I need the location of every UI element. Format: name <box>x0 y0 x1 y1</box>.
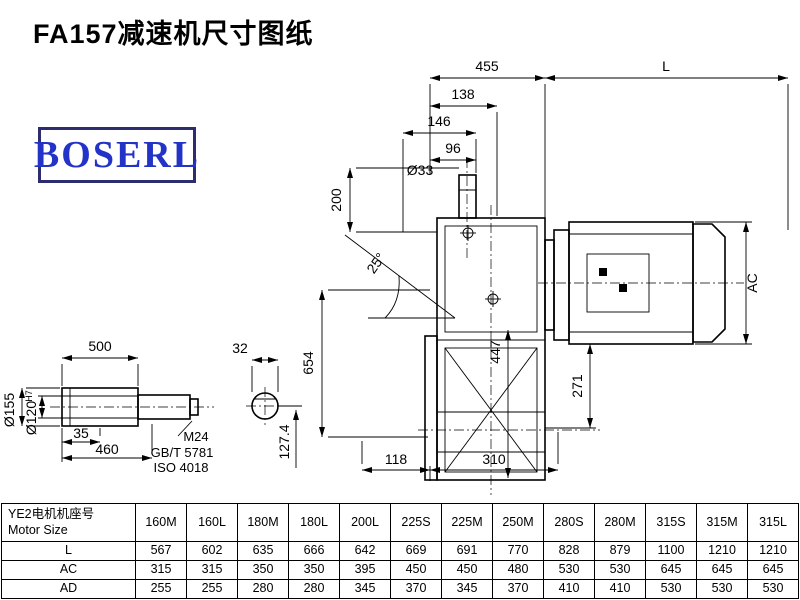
col-header: 180L <box>288 503 340 542</box>
dim-32: 32 <box>232 340 248 356</box>
motor-size-table: YE2电机机座号 Motor Size 160M 160L 180M 180L … <box>1 503 799 599</box>
dim-cell: 530 <box>696 579 748 599</box>
table-header-row: YE2电机机座号 Motor Size 160M 160L 180M 180L … <box>1 503 799 542</box>
dim-200: 200 <box>328 188 344 212</box>
col-header: 180M <box>237 503 289 542</box>
dim-310: 310 <box>482 451 506 467</box>
dim-cell: 828 <box>543 541 595 561</box>
dim-cell: 602 <box>186 541 238 561</box>
dimension-lines <box>19 75 788 478</box>
dim-cell: 410 <box>543 579 595 599</box>
motor-view <box>544 221 726 345</box>
extension-lines <box>26 84 789 481</box>
dim-cell: 691 <box>441 541 493 561</box>
dim-cell: 567 <box>135 541 187 561</box>
col-header: 160L <box>186 503 238 542</box>
dim-cell: 1100 <box>645 541 697 561</box>
dim-35: 35 <box>73 425 89 441</box>
motor-size-header-cn: YE2电机机座号 <box>8 506 95 521</box>
dim-118: 118 <box>385 451 408 467</box>
dim-cell: 280 <box>237 579 289 599</box>
dim-cell: 370 <box>390 579 442 599</box>
dim-96: 96 <box>445 140 461 156</box>
dimension-labels: 455 L 138 146 96 Ø33 200 654 25° 447 AC … <box>1 58 760 475</box>
table-row-AD: AD 255 255 280 280 345 370 345 370 410 4… <box>1 579 799 599</box>
motor-size-header-cell: YE2电机机座号 Motor Size <box>1 503 136 542</box>
col-header: 280S <box>543 503 595 542</box>
dim-cell: 1210 <box>747 541 799 561</box>
dim-138: 138 <box>451 86 475 102</box>
angle-annotation <box>344 234 456 319</box>
dim-cell: 315 <box>135 560 187 580</box>
col-header: 225M <box>441 503 493 542</box>
col-header: 315L <box>747 503 799 542</box>
dim-447: 447 <box>487 340 503 364</box>
dim-cell: 770 <box>492 541 544 561</box>
dim-cell: 450 <box>441 560 493 580</box>
dim-cell: 666 <box>288 541 340 561</box>
dim-cell: 645 <box>696 560 748 580</box>
dim-cell: 255 <box>186 579 238 599</box>
logo-box: BOSERL <box>34 127 198 183</box>
label-thread-M24: M24 <box>183 429 208 444</box>
col-header: 315S <box>645 503 697 542</box>
gearbox-view <box>424 174 546 481</box>
dim-455: 455 <box>475 58 499 74</box>
dim-500: 500 <box>88 338 112 354</box>
dim-cell: 480 <box>492 560 544 580</box>
dim-cell: 879 <box>594 541 646 561</box>
dim-cell: 530 <box>594 560 646 580</box>
dim-diameter-33: Ø33 <box>407 162 434 178</box>
table-row-AC: AC 315 315 350 350 395 450 450 480 530 5… <box>1 560 799 580</box>
dim-127-4: 127.4 <box>276 424 292 459</box>
dim-AC: AC <box>744 273 760 292</box>
dim-cell: 315 <box>186 560 238 580</box>
label-standard-iso: ISO 4018 <box>154 460 209 475</box>
dim-271: 271 <box>569 374 585 398</box>
dim-diameter-120: Ø120 <box>23 401 39 435</box>
dim-cell: 642 <box>339 541 391 561</box>
dim-460: 460 <box>95 441 119 457</box>
dim-cell: 345 <box>339 579 391 599</box>
dim-cell: 350 <box>288 560 340 580</box>
col-header: 280M <box>594 503 646 542</box>
dim-cell: 350 <box>237 560 289 580</box>
logo-text: BOSERL <box>33 134 201 176</box>
dim-cell: 345 <box>441 579 493 599</box>
label-standard-gbt: GB/T 5781 <box>151 445 214 460</box>
col-header: 250M <box>492 503 544 542</box>
col-header: 160M <box>135 503 187 542</box>
shaft-detail-view <box>61 387 279 437</box>
dim-row-label: AD <box>1 579 136 599</box>
dim-cell: 1210 <box>696 541 748 561</box>
dim-cell: 255 <box>135 579 187 599</box>
dim-cell: 280 <box>288 579 340 599</box>
dim-cell: 635 <box>237 541 289 561</box>
motor-size-header-en: Motor Size <box>8 522 68 537</box>
dim-cell: 395 <box>339 560 391 580</box>
dim-tolerance-H7: H7 <box>24 390 34 402</box>
dim-cell: 530 <box>543 560 595 580</box>
dim-diameter-155: Ø155 <box>1 393 17 427</box>
dim-146: 146 <box>427 113 451 129</box>
dim-cell: 530 <box>645 579 697 599</box>
dim-cell: 450 <box>390 560 442 580</box>
col-header: 315M <box>696 503 748 542</box>
dim-cell: 645 <box>645 560 697 580</box>
dim-cell: 410 <box>594 579 646 599</box>
col-header: 225S <box>390 503 442 542</box>
dim-654: 654 <box>300 351 316 375</box>
col-header: 200L <box>339 503 391 542</box>
dim-row-label: L <box>1 541 136 561</box>
technical-drawing: 455 L 138 146 96 Ø33 200 654 25° 447 AC … <box>1 58 789 495</box>
dim-cell: 530 <box>747 579 799 599</box>
dim-25deg: 25° <box>363 250 388 277</box>
page-title: FA157减速机尺寸图纸 <box>33 19 314 49</box>
dim-L: L <box>662 58 670 74</box>
dim-row-label: AC <box>1 560 136 580</box>
dim-cell: 645 <box>747 560 799 580</box>
dim-cell: 370 <box>492 579 544 599</box>
dim-cell: 669 <box>390 541 442 561</box>
table-row-L: L 567 602 635 666 642 669 691 770 828 87… <box>1 541 799 561</box>
